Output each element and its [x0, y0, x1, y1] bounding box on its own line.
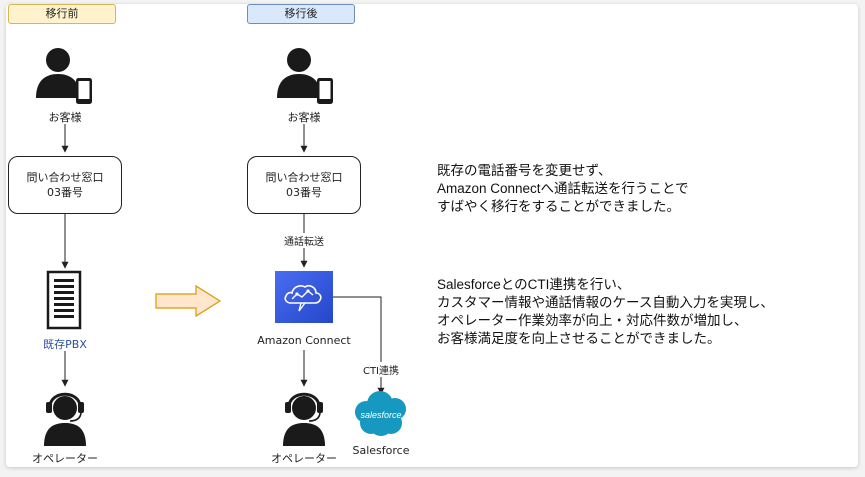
description-line: オペレーター作業効率が向上・対応件数が増加し、	[437, 313, 748, 328]
transfer-label: 通話転送	[274, 233, 334, 248]
cti-label: CTI連携	[356, 362, 406, 377]
salesforce-label: Salesforce	[352, 444, 410, 457]
description-para-1: 既存の電話番号を変更せず、 Amazon Connectへ通話転送を行うことで …	[437, 162, 689, 216]
description-line: SalesforceとのCTI連携を行い、	[437, 277, 631, 292]
amazon-connect-label: Amazon Connect	[257, 334, 351, 347]
description-line: すばやく移行をすることができました。	[437, 199, 680, 214]
edge-connect-to-salesforce	[333, 296, 385, 395]
customer-after-icon	[277, 48, 333, 104]
description-line: 既存の電話番号を変更せず、	[437, 163, 612, 178]
inquiry-box-before-line2: 03番号	[47, 186, 83, 199]
description-para-2: SalesforceとのCTI連携を行い、 カスタマー情報や通話情報のケース自動…	[437, 276, 774, 348]
after-tag: 移行後	[247, 4, 355, 24]
description-line: Amazon Connectへ通話転送を行うことで	[437, 181, 689, 196]
transition-arrow	[155, 284, 222, 318]
inquiry-box-after: 問い合わせ窓口 03番号	[247, 156, 361, 214]
operator-after-label: オペレーター	[271, 452, 337, 465]
customer-after-label: お客様	[287, 111, 321, 124]
inquiry-box-after-line1: 問い合わせ窓口	[265, 171, 343, 184]
inquiry-box-before-line1: 問い合わせ窓口	[26, 171, 104, 184]
operator-after-icon	[283, 392, 325, 446]
pbx-label: 既存PBX	[43, 338, 87, 351]
inquiry-box-before: 問い合わせ窓口 03番号	[8, 156, 122, 214]
salesforce-logo-text: salesforce	[360, 410, 401, 420]
server-pbx-icon	[46, 270, 82, 330]
customer-before-icon	[36, 48, 92, 104]
inquiry-box-after-line2: 03番号	[286, 186, 322, 199]
customer-before-label: お客様	[48, 111, 82, 124]
description-line: カスタマー情報や通話情報のケース自動入力を実現し、	[437, 295, 774, 310]
operator-before-icon	[44, 392, 86, 446]
salesforce-cloud-icon: salesforce	[355, 391, 406, 436]
amazon-connect-icon	[275, 271, 333, 323]
before-tag: 移行前	[8, 4, 116, 24]
description-line: お客様満足度を向上させることができました。	[437, 331, 721, 346]
operator-before-label: オペレーター	[32, 452, 98, 465]
diagram-card	[6, 4, 858, 467]
